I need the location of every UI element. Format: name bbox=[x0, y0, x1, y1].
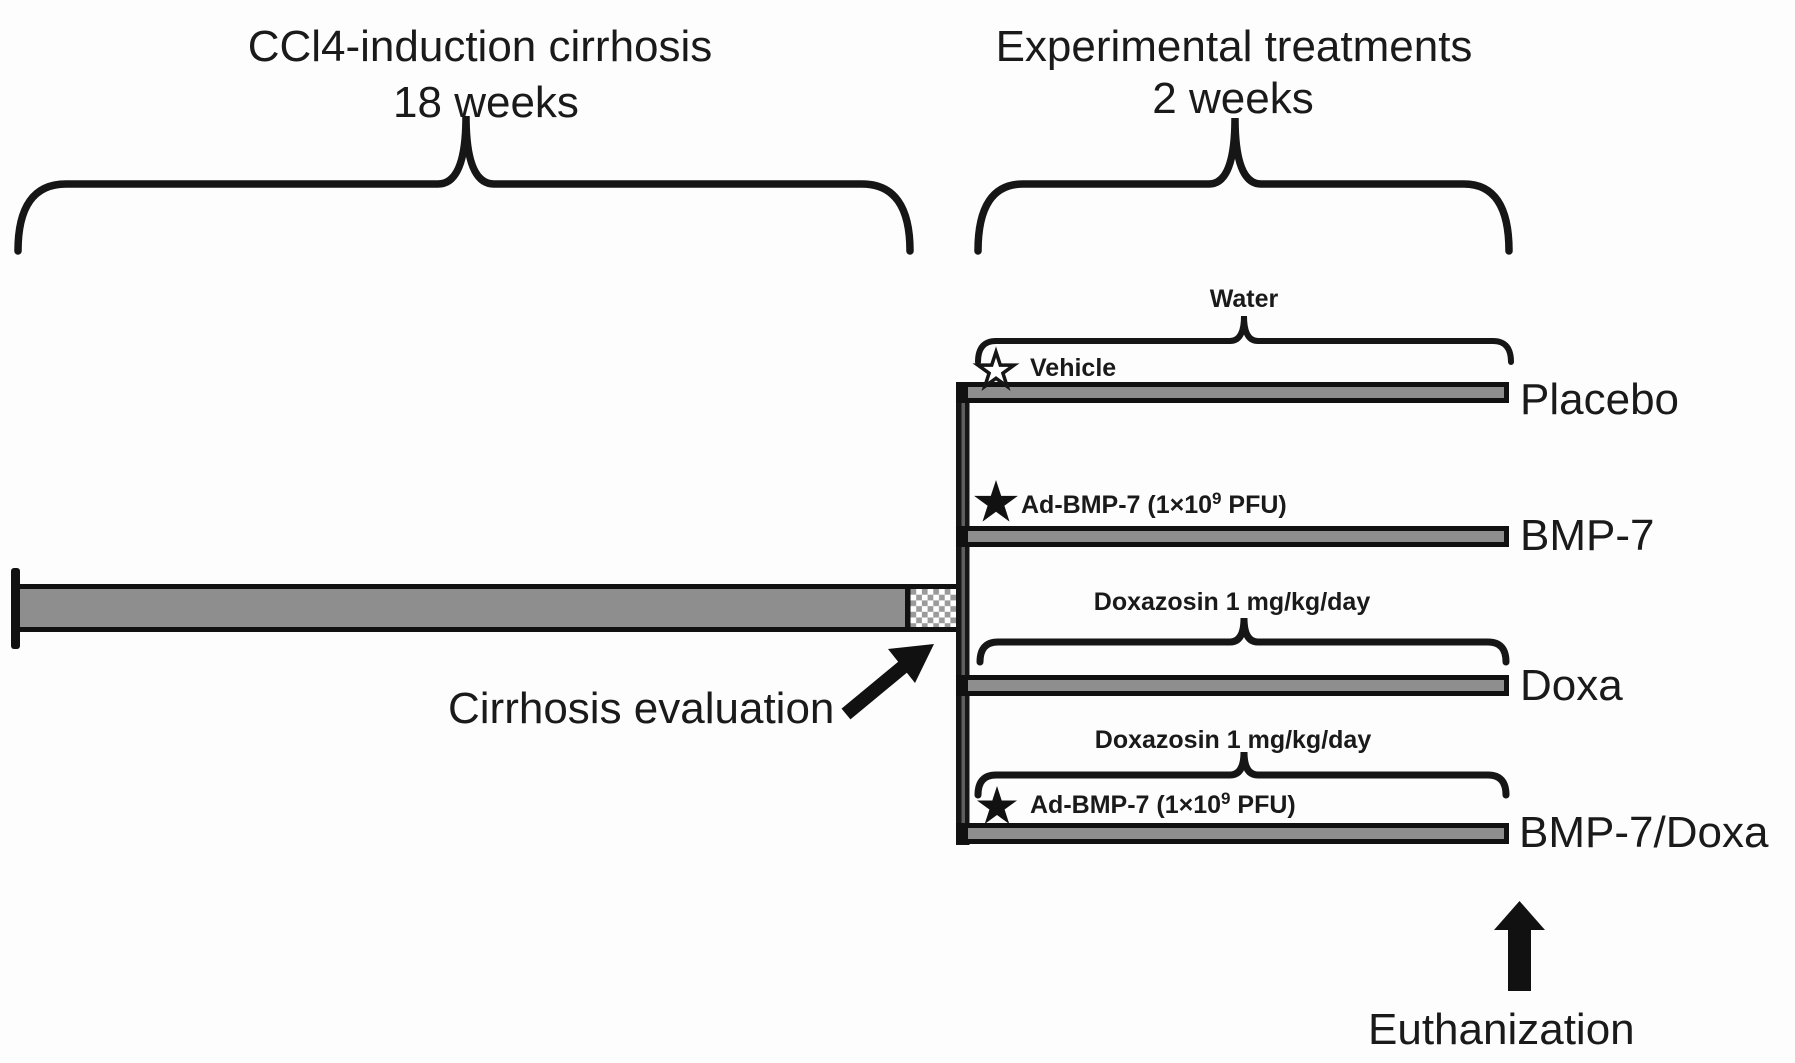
svg-text:Vehicle: Vehicle bbox=[1030, 354, 1116, 382]
svg-text:Cirrhosis evaluation: Cirrhosis evaluation bbox=[448, 684, 834, 733]
svg-text:BMP-7/Doxa: BMP-7/Doxa bbox=[1519, 808, 1769, 857]
svg-text:Doxa: Doxa bbox=[1520, 661, 1623, 710]
svg-text:Placebo: Placebo bbox=[1520, 375, 1679, 424]
svg-text:2 weeks: 2 weeks bbox=[1152, 74, 1313, 123]
svg-text:18 weeks: 18 weeks bbox=[393, 78, 579, 127]
svg-text:Doxazosin 1 mg/kg/day: Doxazosin 1 mg/kg/day bbox=[1094, 588, 1371, 616]
svg-text:Ad-BMP-7 (1×109 PFU): Ad-BMP-7 (1×109 PFU) bbox=[1030, 789, 1296, 819]
svg-text:Experimental treatments: Experimental treatments bbox=[996, 22, 1473, 71]
svg-text:BMP-7: BMP-7 bbox=[1520, 511, 1654, 560]
svg-text:Euthanization: Euthanization bbox=[1368, 1005, 1635, 1054]
svg-text:Doxazosin 1 mg/kg/day: Doxazosin 1 mg/kg/day bbox=[1095, 726, 1372, 754]
svg-text:Ad-BMP-7 (1×109 PFU): Ad-BMP-7 (1×109 PFU) bbox=[1021, 489, 1287, 519]
svg-text:CCl4-induction cirrhosis: CCl4-induction cirrhosis bbox=[248, 22, 713, 71]
svg-text:Water: Water bbox=[1210, 285, 1279, 313]
